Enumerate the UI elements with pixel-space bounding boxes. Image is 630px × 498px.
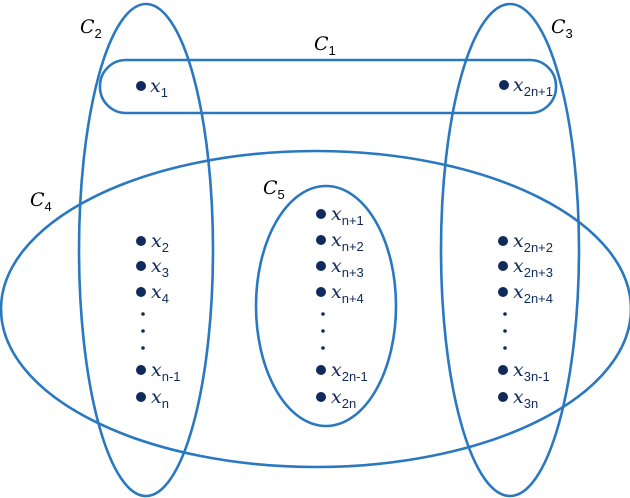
vertex-label: x3n-1: [513, 359, 550, 384]
vertex-xn-1: xn-1: [136, 359, 181, 384]
vertex-x3n: x3n: [498, 386, 538, 411]
set-c2-outline: [77, 2, 215, 498]
vertex-dot: [498, 365, 508, 375]
vertex-x2n: x2n: [316, 386, 356, 411]
set-c5-label: C5: [263, 177, 285, 202]
set-c3-outline: [439, 2, 581, 498]
vertex-dot: [136, 287, 146, 297]
vertex-x2: x2: [136, 230, 169, 255]
vertex-xn+1: xn+1: [316, 203, 364, 228]
vertex-xn: xn: [136, 386, 169, 411]
vertex-x1: x1: [136, 75, 168, 100]
vertex-label: x3: [151, 255, 169, 280]
vertex-dot: [316, 287, 326, 297]
ellipsis-right: [503, 312, 507, 350]
vertex-label: x2n+1: [513, 74, 553, 99]
set-c1-outline: [98, 58, 558, 115]
vertex-x2n-1: x2n-1: [316, 359, 368, 384]
vertex-dot: [316, 365, 326, 375]
set-c2-label: C2: [80, 16, 102, 41]
vertex-label: x2: [151, 230, 169, 255]
ellipsis-left: [141, 312, 145, 350]
vertex-x4: x4: [136, 281, 169, 306]
set-c1-label: C1: [314, 33, 336, 58]
vertex-dot: [498, 261, 508, 271]
vertex-dot: [136, 81, 146, 91]
vertex-x2n+1: x2n+1: [499, 74, 553, 99]
set-c4-outline: [0, 149, 630, 469]
vertex-label: xn+2: [331, 229, 364, 254]
vertex-label: x2n+3: [513, 255, 553, 280]
vertex-label: x4: [151, 281, 169, 306]
vertex-label: x2n+4: [513, 281, 553, 306]
set-c4-label: C4: [30, 189, 52, 214]
ellipsis-middle: [321, 312, 325, 350]
vertex-dot: [136, 392, 146, 402]
vertex-x2n+2: x2n+2: [498, 230, 553, 255]
vertex-label: x1: [150, 75, 168, 100]
vertex-x2n+3: x2n+3: [498, 255, 553, 280]
vertex-label: x2n+2: [513, 230, 553, 255]
vertex-dot: [498, 287, 508, 297]
vertex-label: x2n: [331, 386, 356, 411]
vertex-dot: [498, 236, 508, 246]
set-c3-label: C3: [551, 16, 573, 41]
vertex-x2n+4: x2n+4: [498, 281, 553, 306]
vertex-dot: [499, 80, 509, 90]
vertex-label: xn+4: [331, 281, 364, 306]
vertex-xn+2: xn+2: [316, 229, 364, 254]
vertex-dot: [136, 261, 146, 271]
vertex-label: x3n: [513, 386, 538, 411]
vertex-x3: x3: [136, 255, 169, 280]
vertex-dot: [498, 392, 508, 402]
vertex-label: xn-1: [151, 359, 181, 384]
vertex-dot: [316, 392, 326, 402]
set-c5-outline: [254, 184, 398, 428]
vertex-xn+4: xn+4: [316, 281, 364, 306]
vertex-x3n-1: x3n-1: [498, 359, 550, 384]
vertex-dot: [316, 235, 326, 245]
vertex-label: xn+1: [331, 203, 364, 228]
vertex-dot: [316, 209, 326, 219]
vertex-xn+3: xn+3: [316, 255, 364, 280]
vertex-dot: [136, 236, 146, 246]
vertex-label: xn: [151, 386, 169, 411]
vertex-label: xn+3: [331, 255, 364, 280]
vertex-label: x2n-1: [331, 359, 368, 384]
vertex-dot: [136, 365, 146, 375]
vertex-dot: [316, 261, 326, 271]
